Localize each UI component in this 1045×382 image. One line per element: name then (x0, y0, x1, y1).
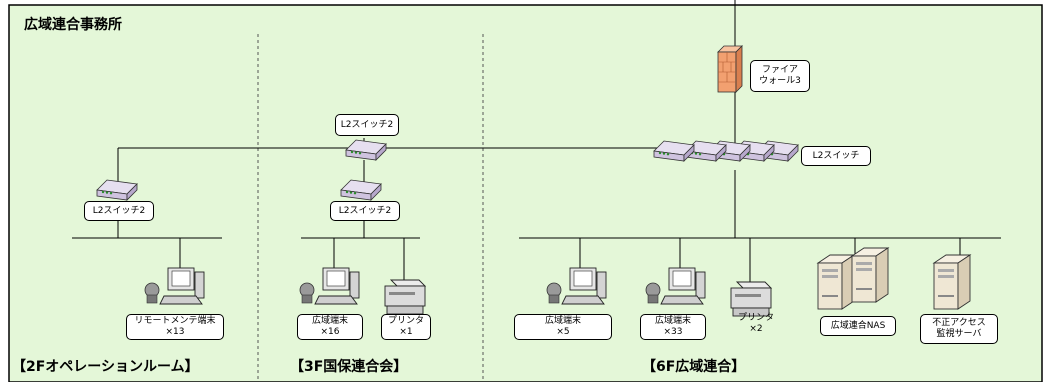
printer-6f-count: ×2 (749, 324, 763, 334)
switch-label-2f: L2スイッチ2 (84, 201, 154, 221)
section-3f-kokuho: 【3F国保連合会】 (290, 359, 408, 375)
server-icon (817, 247, 889, 310)
firewall-label-line2: ウォール3 (759, 76, 801, 86)
kouiki-terminal-a-name: 広域端末 (544, 316, 581, 326)
ids-server-line2: 監視サーバ (936, 329, 982, 339)
firewall-label-line1: ファイア (761, 65, 798, 75)
kouiki-terminal-b-label: 広域端末 ×33 (640, 314, 706, 340)
printer-3f-name: プリンタ (387, 316, 424, 326)
firewall-icon (717, 45, 743, 93)
remote-terminal-count: ×13 (165, 327, 185, 337)
server-icon (933, 254, 971, 310)
kouiki-terminal-a-label: 広域端末 ×5 (514, 314, 612, 340)
switch-label-core: L2スイッチ2 (335, 114, 399, 136)
kouiki-terminal-3f-name: 広域端末 (311, 316, 348, 326)
printer-6f-label: プリンタ ×2 (738, 313, 774, 335)
remote-terminal-label: リモートメンテ端末 ×13 (126, 314, 224, 340)
printer-3f-count: ×1 (399, 327, 413, 337)
office-title: 広域連合事務所 (24, 17, 122, 33)
nas-label: 広域連合NAS (820, 316, 896, 336)
printer-6f-name: プリンタ (738, 313, 775, 323)
switch-stack-icon (653, 140, 799, 162)
ids-server-line1: 不正アクセス (932, 318, 986, 328)
kouiki-terminal-3f-count: ×16 (320, 327, 340, 337)
switch-label-stack: L2スイッチ (801, 146, 871, 166)
kouiki-terminal-b-name: 広域端末 (654, 316, 691, 326)
firewall-label: ファイア ウォール3 (750, 60, 810, 92)
section-2f-ops: 【2Fオペレーションルーム】 (12, 359, 199, 375)
remote-terminal-name: リモートメンテ端末 (134, 316, 216, 326)
switch-label-3f: L2スイッチ2 (330, 201, 400, 221)
ids-server-label: 不正アクセス 監視サーバ (920, 314, 998, 344)
kouiki-terminal-b-count: ×33 (663, 327, 683, 337)
section-6f-kouiki: 【6F広域連合】 (642, 359, 746, 375)
kouiki-terminal-a-count: ×5 (556, 327, 570, 337)
kouiki-terminal-3f-label: 広域端末 ×16 (297, 314, 363, 340)
printer-3f-label: プリンタ ×1 (381, 314, 431, 340)
